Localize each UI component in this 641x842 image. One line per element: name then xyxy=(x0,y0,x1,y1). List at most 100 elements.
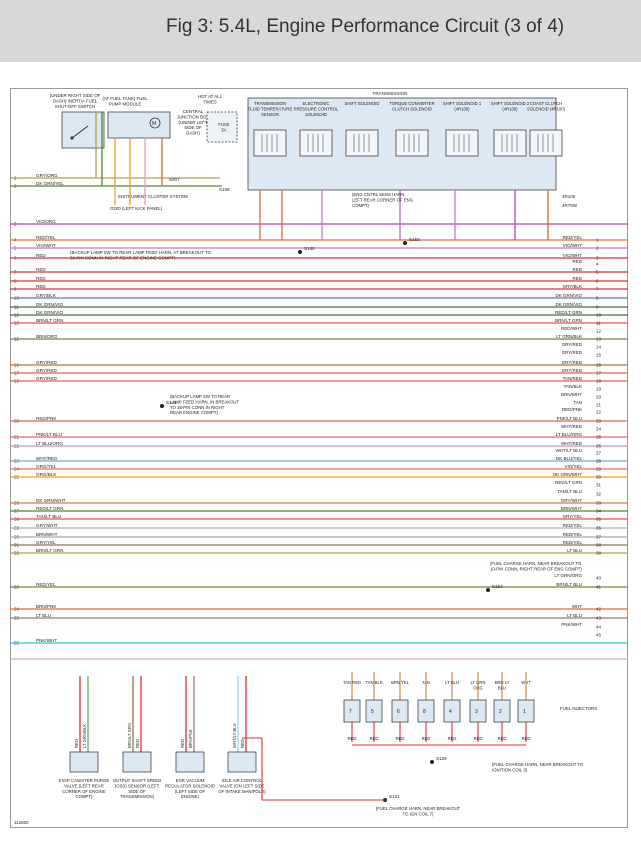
right-wire-number: 22 xyxy=(596,410,602,415)
left-wire-label: BRN/LT GRN xyxy=(36,318,63,323)
right-wire-label: RED xyxy=(572,267,582,272)
fuel-injector xyxy=(469,699,487,723)
splice-s207-label: S207 xyxy=(169,177,180,182)
right-wire-number: 25 xyxy=(596,435,602,440)
transmission-solenoid xyxy=(493,129,527,157)
right-wire-number: 34 xyxy=(596,509,602,514)
component-wire-label: BRN/LT GRN xyxy=(127,723,132,748)
right-wire-label: RED/YEL xyxy=(563,540,583,545)
left-wire-label: DK GRN/VIO xyxy=(36,302,63,307)
component-wire-label: LT GRN/BLK xyxy=(82,724,87,748)
left-wire-label: DK GRN/VIO xyxy=(36,310,63,315)
transmission-solenoid xyxy=(395,129,429,157)
right-wire-number: 42 xyxy=(596,607,602,612)
transmission-solenoid xyxy=(445,129,479,157)
splice-s153-label: S153 xyxy=(409,237,420,242)
component-wire-label: RED xyxy=(74,739,79,748)
injector-number: 8 xyxy=(423,709,426,715)
splice-s153 xyxy=(403,241,407,245)
transmission-part-label: SHIFT SOLENOID 1(4R100) xyxy=(443,101,482,111)
injector-power-label: RED xyxy=(522,736,531,741)
right-wire-label: PNK/LT BLU xyxy=(557,416,582,421)
left-wire-label: PNK/LT BLU xyxy=(36,432,62,437)
left-wire-label: VIO/WHT xyxy=(36,243,56,248)
right-wire-label: RED/YEL xyxy=(563,532,583,537)
right-wire-label: GRY/RED xyxy=(562,350,583,355)
left-wire-label: VIO/ORG xyxy=(36,219,56,224)
left-wire-label: ORG/BLK xyxy=(36,472,57,477)
right-wire-number: 40 xyxy=(596,576,602,581)
right-wire-number: 43 xyxy=(596,616,602,621)
injector-number: 6 xyxy=(397,709,400,715)
right-wire-number: 38 xyxy=(596,543,602,548)
left-wire-label: ORG/YEL xyxy=(36,464,57,469)
left-wire-label: DK GRN/YEL xyxy=(36,181,64,186)
figure-id: 112500 xyxy=(14,820,29,825)
right-wire-label: BRN/WHT xyxy=(561,392,582,397)
right-wire-number: 41 xyxy=(596,585,602,590)
injector-number: 2 xyxy=(499,709,502,715)
figure-title: Fig 3: 5.4L, Engine Performance Circuit … xyxy=(166,16,565,37)
right-wire-label: WHT/RED xyxy=(561,424,583,429)
injector-number: 3 xyxy=(475,709,478,715)
right-wire-label: LT GRN/BLK xyxy=(556,334,582,339)
right-wire-label: LT BLU xyxy=(567,613,582,618)
right-wire-label: RED/WHT xyxy=(561,326,582,331)
right-wire-label: VIO/YEL xyxy=(564,464,582,469)
left-wire-label: RED/PNK xyxy=(36,416,57,421)
actuator-box xyxy=(175,751,205,773)
right-wire-label: LT GRN/ORG xyxy=(554,573,582,578)
right-wire-number: 15 xyxy=(596,353,602,358)
right-wire-label: DK BLU/YEL xyxy=(556,456,583,461)
right-wire-label: RED/LT GRN xyxy=(555,480,582,485)
fuel-injectors-label: FUEL INJECTORS xyxy=(560,706,597,711)
right-wire-number: 10 xyxy=(596,313,602,318)
injector-power-label: RED xyxy=(348,736,357,741)
right-wire-label: WHT/RED xyxy=(561,441,583,446)
left-wire-label: GRY/YEL xyxy=(36,540,56,545)
left-wire-label: RED xyxy=(36,276,46,281)
right-wire-number: 24 xyxy=(596,427,602,432)
left-wire-label: BRN/WHT xyxy=(36,532,58,537)
right-wire-label: BRN/LT GRN xyxy=(555,318,582,323)
inertia-switch-contact xyxy=(71,125,89,139)
right-wire-number: 32 xyxy=(596,492,602,497)
right-wire-number: 26 xyxy=(596,444,602,449)
injector-number: 5 xyxy=(371,709,374,715)
left-wire-label: RED/LT GRN xyxy=(36,506,63,511)
component-wire-label: WHT/LT BLU xyxy=(232,723,237,748)
right-wire-label: TAN xyxy=(573,400,582,405)
left-wire-label: LT BLU/ORG xyxy=(36,441,63,446)
fuel-pump-module-box xyxy=(107,111,171,139)
right-wire-label: GRY/WHT xyxy=(561,498,582,503)
component-wire-label: BRN/PNK xyxy=(188,729,193,748)
left-wire-label: RED/YEL xyxy=(36,235,56,240)
injector-power-label: RED xyxy=(396,736,405,741)
right-wire-number: 33 xyxy=(596,501,602,506)
injector-power-label: RED xyxy=(448,736,457,741)
left-wire-label: TAN/LT BLU xyxy=(36,514,61,519)
fuel-injector xyxy=(343,699,361,723)
right-wire-label: TAN/RED xyxy=(563,376,583,381)
right-wire-label: RED/YEL xyxy=(563,235,583,240)
right-wire-number: 2 xyxy=(596,246,599,251)
right-wire-number: 27 xyxy=(596,451,602,456)
splice-s154-label: S154 xyxy=(492,584,503,589)
left-wire-label: BRN/LT GRN xyxy=(36,548,63,553)
right-wire-number: 14 xyxy=(596,345,602,350)
right-wire-number: 12 xyxy=(596,329,602,334)
transmission-solenoid xyxy=(299,129,333,157)
injector-number: 1 xyxy=(523,709,526,715)
left-wire-label: LT BLU xyxy=(36,613,51,618)
instrument-cluster-label: INSTRUMENT CLUSTER SYSTEM xyxy=(118,194,188,199)
right-wire-number: 11 xyxy=(596,321,601,326)
right-wire-number: 7 xyxy=(596,287,599,292)
right-wire-label: RED xyxy=(572,259,582,264)
